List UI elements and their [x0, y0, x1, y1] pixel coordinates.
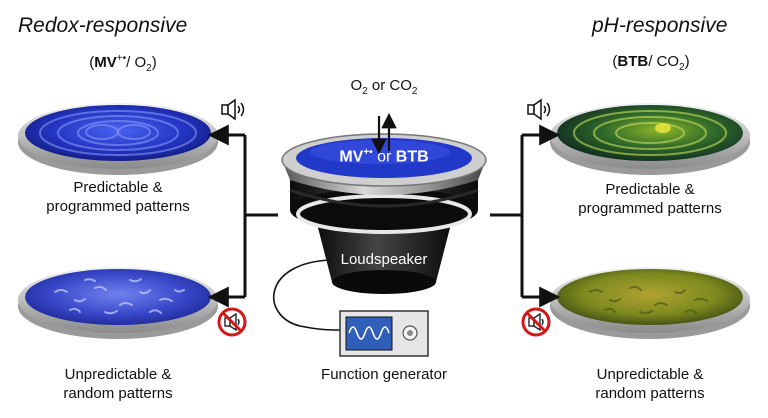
function-generator-label: Function generator [321, 366, 447, 383]
loudspeaker-label: Loudspeaker [340, 251, 428, 268]
speaker-off-icon [521, 307, 551, 337]
ph-top-caption: Predictable &programmed patterns [578, 181, 722, 217]
speaker-on-icon [221, 98, 245, 121]
loudspeaker [281, 133, 487, 294]
ph-title: pH-responsive [592, 14, 728, 37]
speaker-on-icon [527, 98, 551, 121]
redox-bottom-caption: Unpredictable &random patterns [63, 366, 173, 402]
redox-top-caption: Predictable &programmed patterns [46, 179, 190, 215]
dish-ph-programmed [550, 103, 750, 175]
redox-subtitle: (MV+•/ O2) [89, 53, 157, 74]
gas-label: O2 or CO2 [350, 77, 418, 97]
right-connector [490, 124, 561, 308]
dish-ph-random [550, 267, 750, 339]
redox-title: Redox-responsive [18, 14, 188, 37]
function-generator [339, 310, 429, 357]
speaker-off-icon [217, 307, 247, 337]
ph-subtitle: (BTB/ CO2) [612, 53, 690, 73]
cable [273, 259, 341, 331]
ph-bottom-caption: Unpredictable &random patterns [595, 366, 705, 402]
dish-redox-random [18, 267, 218, 339]
left-connector [207, 124, 278, 308]
dish-redox-programmed [18, 103, 218, 175]
gas-exchange-arrows [371, 112, 397, 155]
liquid-label: MV+• or BTB [339, 147, 429, 166]
